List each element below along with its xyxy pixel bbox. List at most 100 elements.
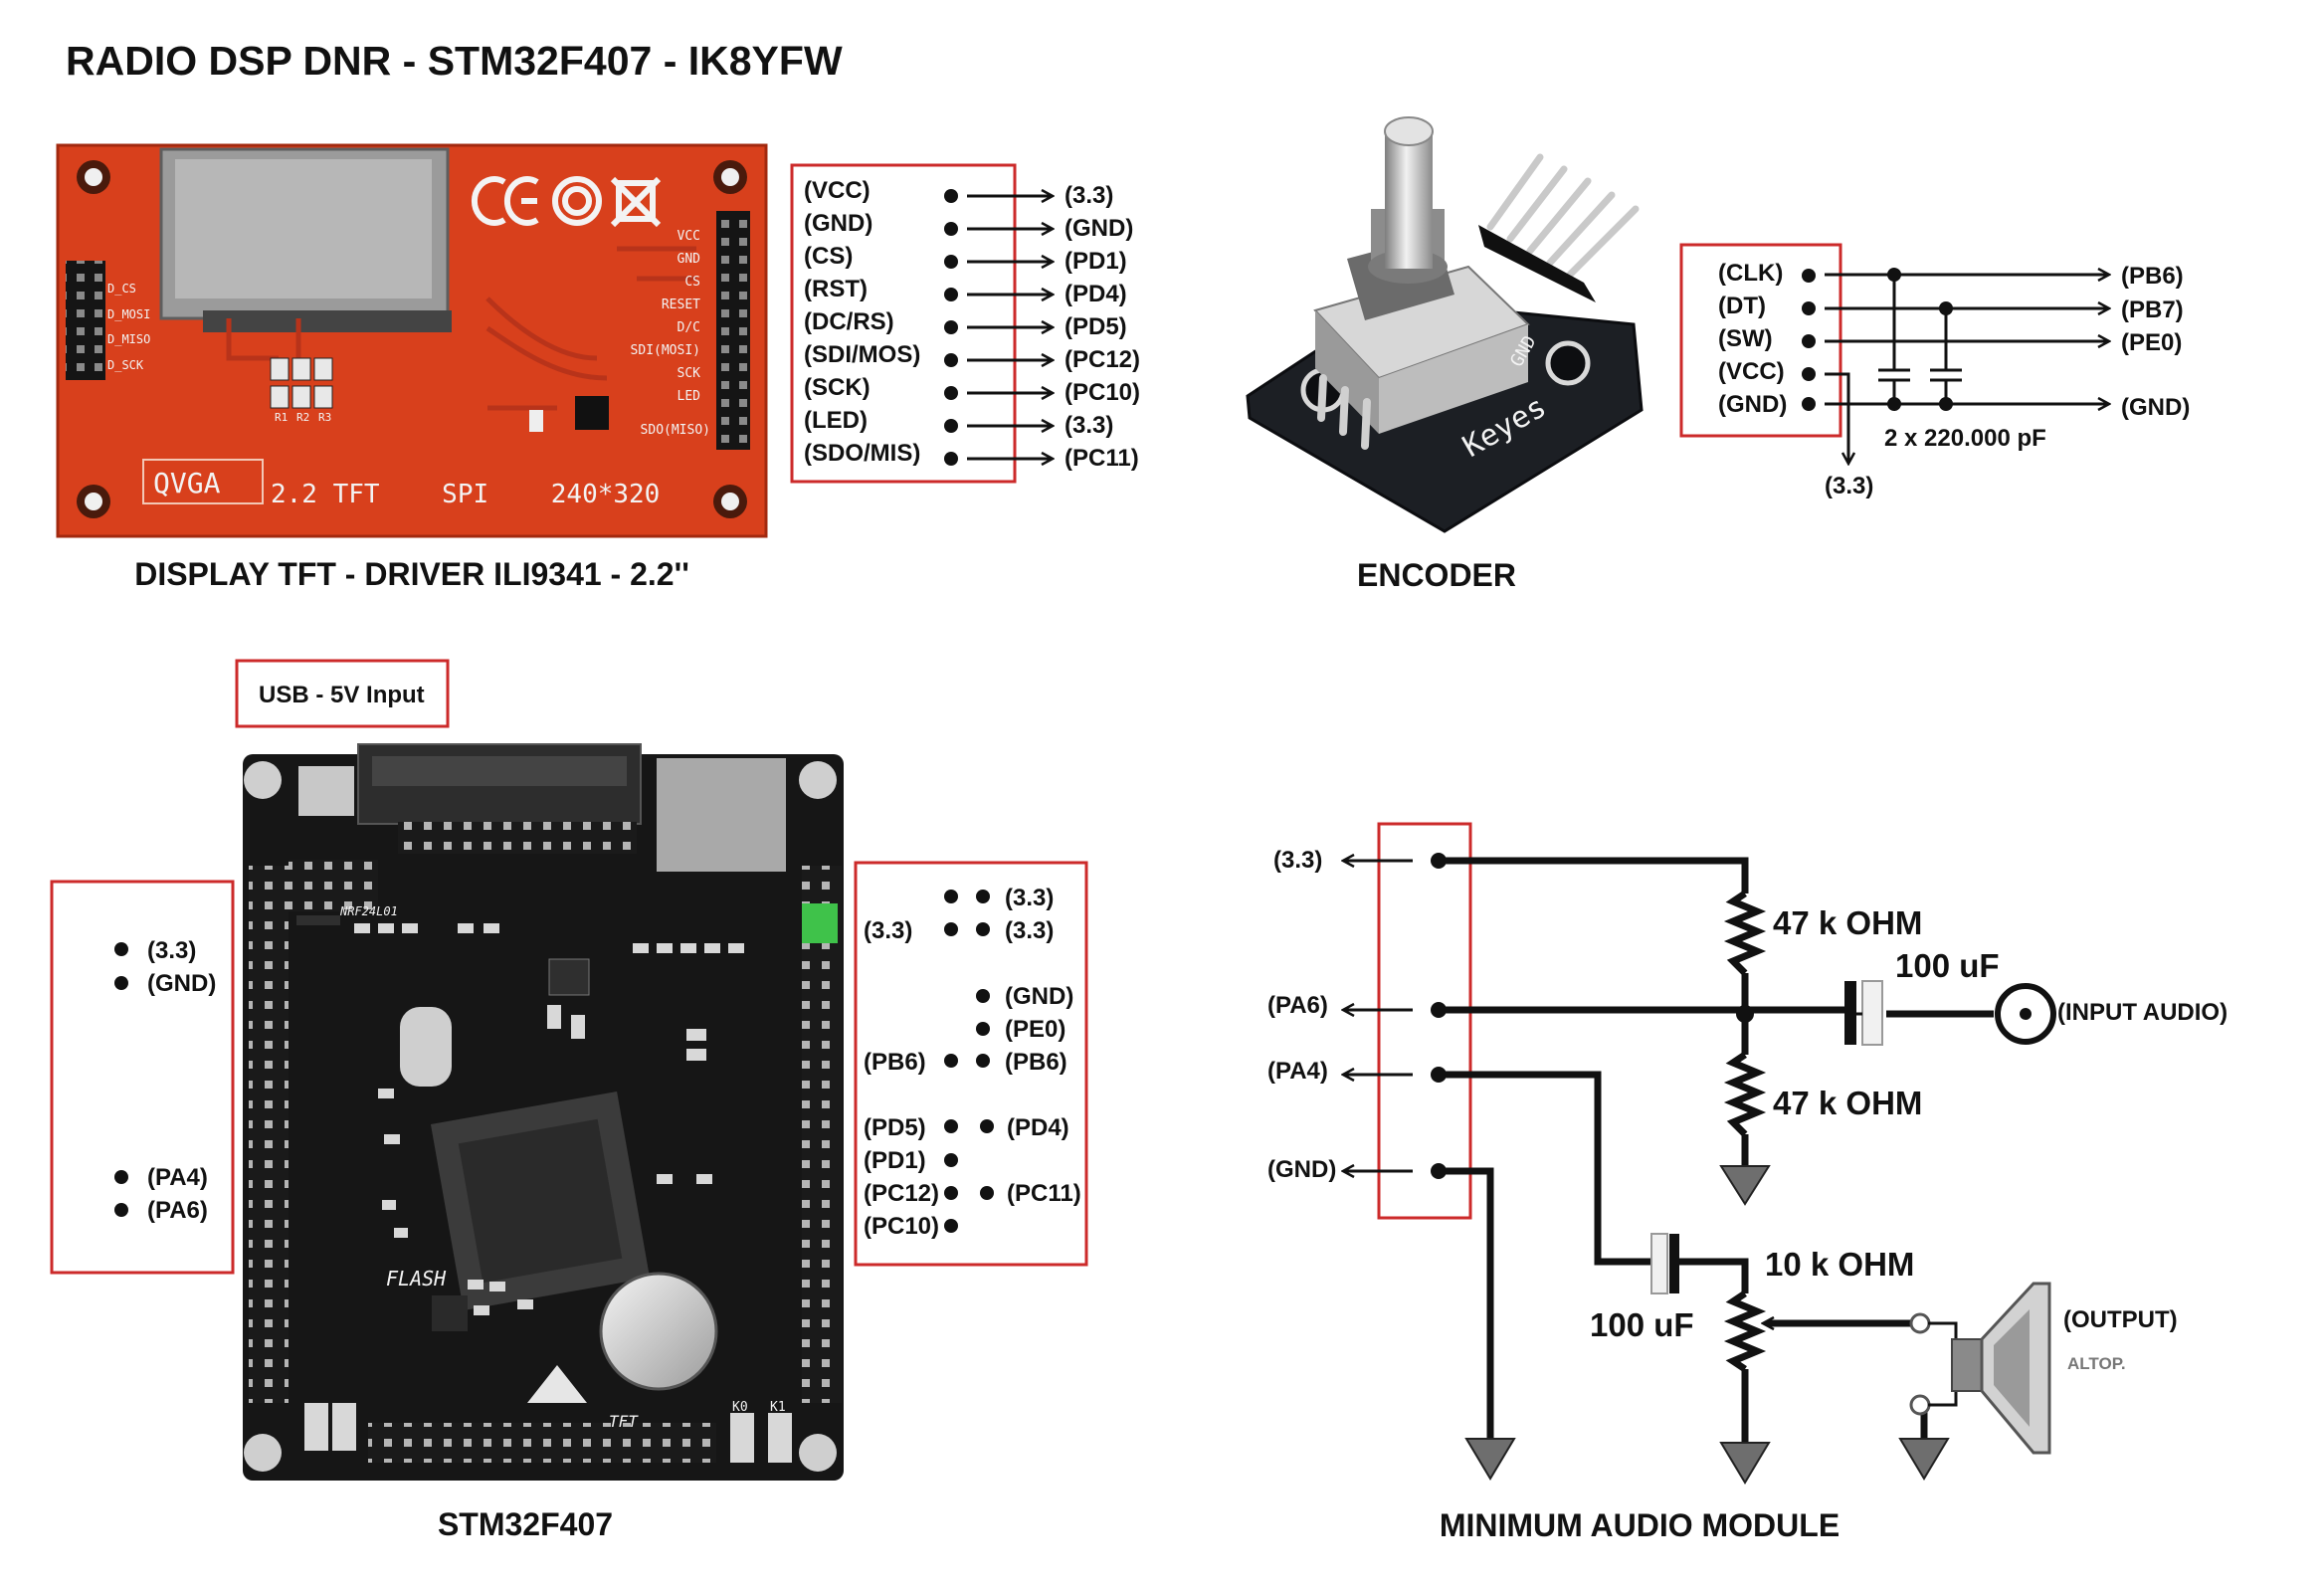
display-caption: DISPLAY TFT - DRIVER ILI9341 - 2.2'' [134, 556, 689, 592]
stm32-right-pin: (PD1) [864, 1147, 926, 1174]
encoder-pin-name: (SW) [1718, 325, 1773, 352]
svg-text:SDI(MOSI): SDI(MOSI) [631, 343, 700, 358]
display-pin-target: (PC11) [1065, 445, 1139, 472]
audio-input-label: (3.3) [1273, 847, 1322, 874]
usb-label: USB - 5V Input [259, 682, 425, 708]
stm32-tft-label: TFT [609, 1412, 639, 1431]
stm32-left-pin-list: (3.3) (GND) (PA4) (PA6) [114, 937, 216, 1224]
tft-resistor-labels: R1 R2 R3 [275, 411, 331, 424]
audio-input-label: (PA4) [1267, 1058, 1328, 1085]
svg-text:D_CS: D_CS [107, 282, 136, 296]
display-pin-target: (PD5) [1065, 313, 1127, 340]
stm32-right-pin: (GND) [1005, 983, 1073, 1010]
stm32-key-label: K1 [770, 1400, 786, 1415]
audio-input-jack-label: (INPUT AUDIO) [2057, 999, 2227, 1026]
svg-text:D_MOSI: D_MOSI [107, 307, 150, 321]
stm32-nrf-label: NRF24L01 [339, 904, 398, 918]
audio-input-box [1377, 822, 1472, 1220]
svg-text:SDO(MISO): SDO(MISO) [641, 423, 710, 438]
tft-right-pin-labels: VCC GND CS RESET D/C SDI(MOSI) SCK LED S… [631, 229, 710, 438]
stm32-right-pin: (PD4) [1007, 1114, 1069, 1141]
stm32-left-pin: (GND) [147, 970, 216, 997]
display-pin-name: (CS) [804, 243, 853, 270]
display-pin-target: (PC12) [1065, 346, 1140, 373]
display-pin-name: (DC/RS) [804, 308, 894, 335]
svg-text:R3: R3 [318, 411, 331, 424]
stm32-right-pin: (PB6) [1005, 1049, 1067, 1076]
encoder-caption: ENCODER [1357, 557, 1516, 593]
stm32-left-pin: (3.3) [147, 937, 196, 964]
audio-output-label: (OUTPUT) [2063, 1306, 2178, 1333]
encoder-pin-target: (GND) [2121, 394, 2190, 421]
stm32-left-pin: (PA6) [147, 1197, 208, 1224]
stm32-left-pin: (PA4) [147, 1164, 208, 1191]
stm32-right-pin: (PC12) [864, 1180, 939, 1207]
audio-r1-label: 47 k OHM [1773, 904, 1922, 941]
page-title: RADIO DSP DNR - STM32F407 - IK8YFW [66, 38, 843, 84]
audio-r2-label: 47 k OHM [1773, 1085, 1922, 1121]
encoder-photo: Keyes GND [1246, 116, 1644, 533]
display-pin-target: (PD4) [1065, 281, 1127, 307]
encoder-vcc-target: (3.3) [1825, 473, 1873, 499]
stm32-flash-label: FLASH [386, 1267, 447, 1290]
stm32-right-pin: (PE0) [1005, 1016, 1065, 1043]
display-pin-name: (GND) [804, 210, 872, 237]
tft-left-pin-labels: D_CS D_MOSI D_MISO D_SCK [107, 282, 150, 372]
encoder-pin-target: (PB6) [2121, 263, 2184, 290]
stm32-right-pin: (PD5) [864, 1114, 926, 1141]
display-pin-target: (PC10) [1065, 379, 1140, 406]
display-pin-target: (GND) [1065, 215, 1133, 242]
svg-text:GND: GND [678, 252, 701, 267]
display-pin-name: (RST) [804, 276, 868, 302]
stm32-board-photo: FLASH TFT NRF24L01 K0 K1 [243, 743, 844, 1481]
audio-pot-label: 10 k OHM [1765, 1246, 1914, 1283]
svg-text:RESET: RESET [662, 298, 700, 312]
stm32-right-pin: (PB6) [864, 1049, 926, 1076]
display-pin-name: (SDI/MOS) [804, 341, 920, 368]
encoder-pin-target: (PB7) [2121, 297, 2184, 323]
encoder-cap-note: 2 x 220.000 pF [1884, 425, 2046, 452]
encoder-pin-list: (CLK) (DT) (SW) (VCC) (GND) (PB6) (P [1718, 260, 2190, 499]
display-pin-name: (SDO/MIS) [804, 440, 920, 467]
svg-text:LED: LED [678, 389, 701, 404]
audio-speaker-label: ALTOP. [2067, 1354, 2126, 1373]
audio-input-label: (GND) [1267, 1156, 1336, 1183]
tft-spec-label: 2.2 TFT SPI 240*320 [271, 480, 660, 509]
encoder-pin-name: (VCC) [1718, 358, 1785, 385]
audio-schematic: (3.3) (PA6) (PA4) (GND) [1267, 847, 2227, 1485]
svg-text:D_MISO: D_MISO [107, 332, 150, 346]
audio-c1-label: 100 uF [1895, 947, 2000, 984]
display-pin-target: (3.3) [1065, 182, 1113, 209]
usb-label-box [235, 659, 450, 728]
svg-text:CS: CS [684, 275, 700, 290]
display-pin-name: (LED) [804, 407, 868, 434]
display-pin-target: (PD1) [1065, 248, 1127, 275]
encoder-pin-name: (CLK) [1718, 260, 1783, 287]
display-pin-name: (VCC) [804, 177, 871, 204]
svg-text:VCC: VCC [678, 229, 700, 244]
svg-text:R1: R1 [275, 411, 288, 424]
svg-text:R2: R2 [296, 411, 309, 424]
audio-input-label: (PA6) [1267, 992, 1328, 1019]
svg-text:D_SCK: D_SCK [107, 358, 144, 372]
display-pin-list: (VCC) (GND) (CS) (RST) (DC/RS) (SDI/MOS)… [804, 177, 1140, 472]
encoder-pin-target: (PE0) [2121, 329, 2182, 356]
svg-text:D/C: D/C [678, 320, 700, 335]
display-pin-target: (3.3) [1065, 412, 1113, 439]
stm32-right-pin: (3.3) [1005, 917, 1054, 944]
audio-caption: MINIMUM AUDIO MODULE [1440, 1507, 1840, 1543]
stm32-caption: STM32F407 [438, 1506, 613, 1542]
tft-qvga-label: QVGA [153, 467, 221, 499]
tft-display-photo: D_CS D_MOSI D_MISO D_SCK R1 R2 R3 VCC GN… [56, 143, 768, 538]
encoder-pin-name: (DT) [1718, 293, 1766, 319]
stm32-right-pin-list: (3.3) (3.3) (3.3) (GND) (PE0) (PB6) (PB6… [864, 885, 1081, 1240]
stm32-right-pin: (PC10) [864, 1213, 939, 1240]
stm32-right-pin: (3.3) [1005, 885, 1054, 911]
svg-text:SCK: SCK [678, 366, 701, 381]
stm32-left-pin-box [50, 880, 235, 1275]
display-pin-name: (SCK) [804, 374, 871, 401]
encoder-pin-name: (GND) [1718, 391, 1787, 418]
stm32-right-pin-box [854, 861, 1088, 1267]
stm32-right-pin: (PC11) [1007, 1180, 1081, 1207]
